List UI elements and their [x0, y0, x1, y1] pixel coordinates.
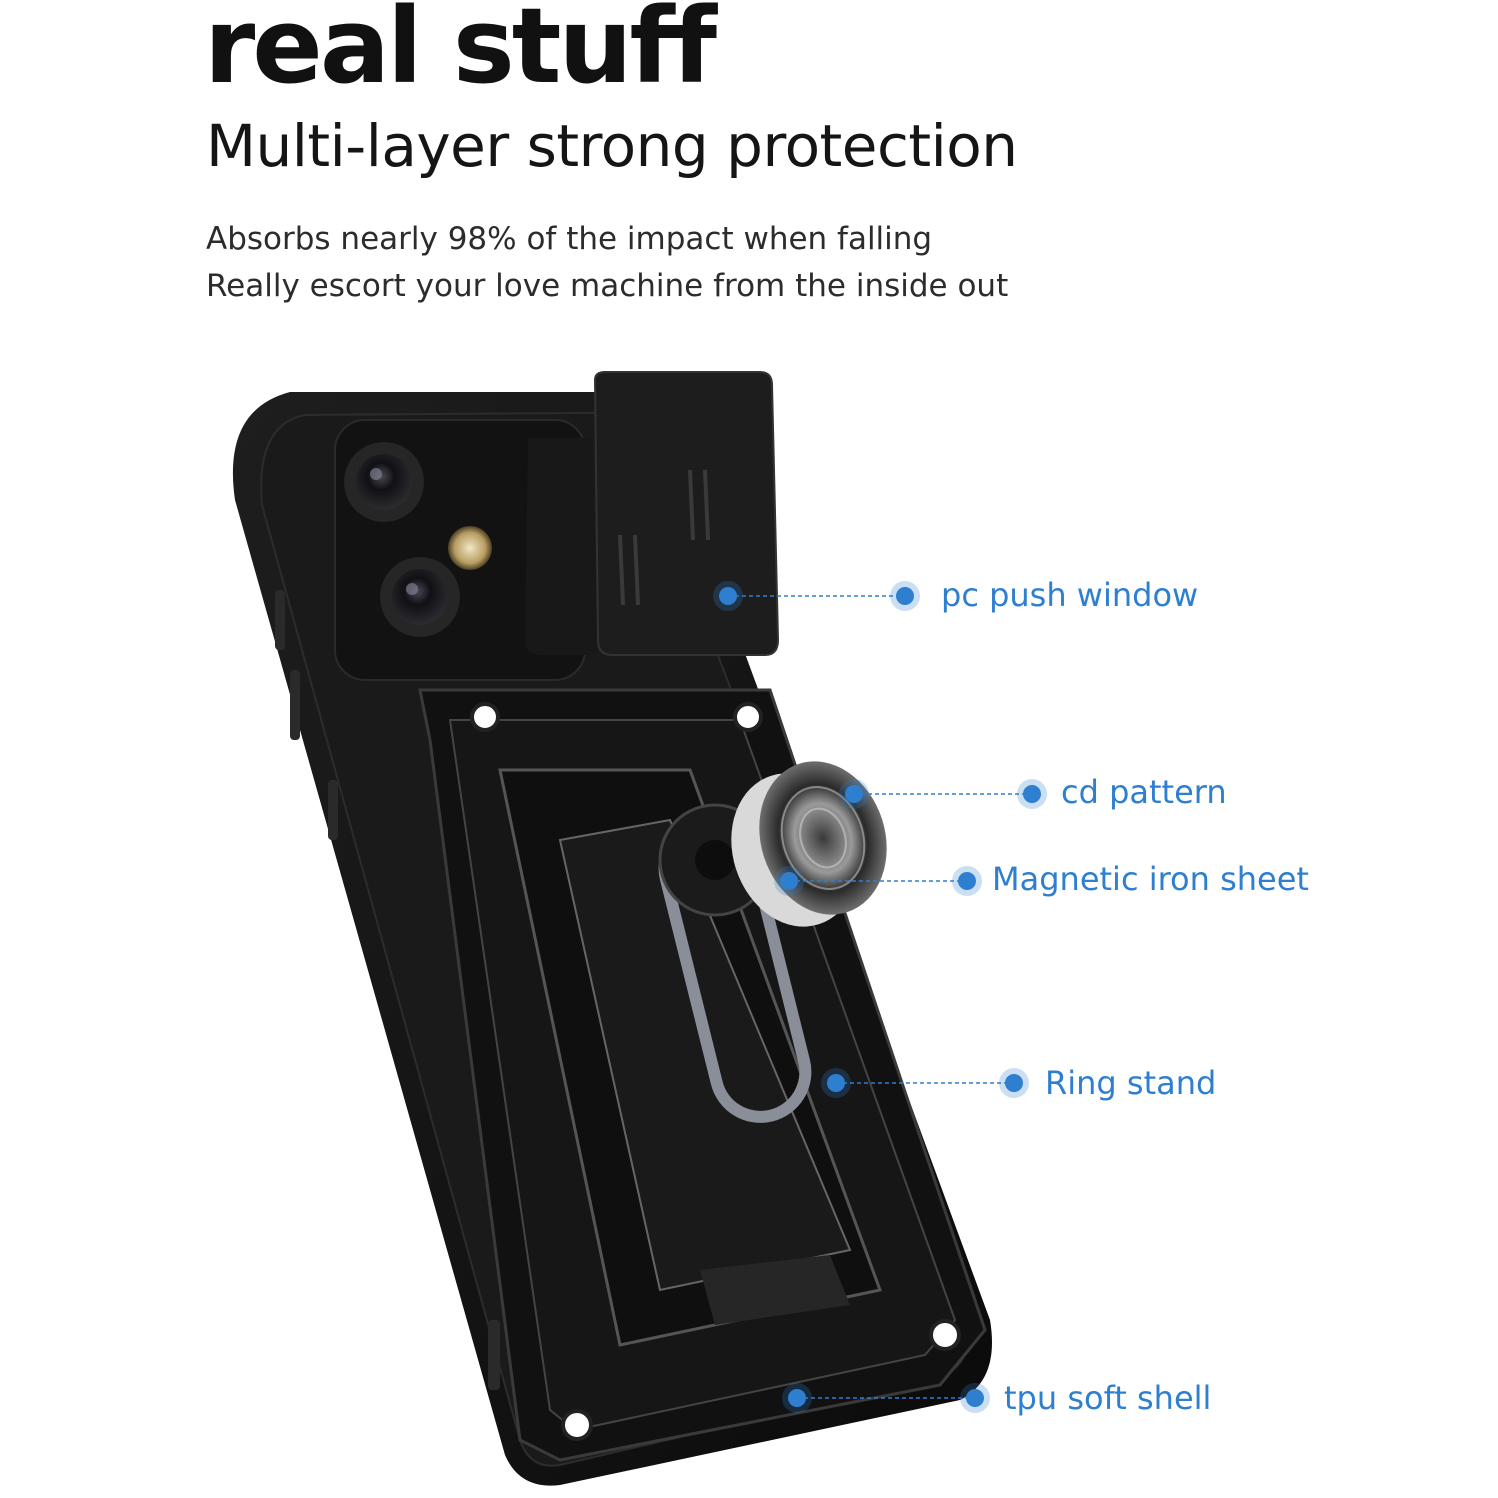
- description-line-2: Really escort your love machine from the…: [206, 268, 1009, 304]
- callout-magnetic-iron-sheet: Magnetic iron sheet: [992, 860, 1309, 898]
- armor-frame: [418, 688, 987, 1462]
- callout-tpu-soft-shell: tpu soft shell: [1004, 1379, 1212, 1417]
- callout-pc-push-window: pc push window: [941, 576, 1199, 614]
- headline: real stuff: [204, 0, 717, 107]
- callout-markers: [728, 595, 1032, 1399]
- callout-ring-stand: Ring stand: [1045, 1064, 1217, 1102]
- callout-cd-pattern: cd pattern: [1061, 773, 1227, 811]
- pc-push-window: [525, 371, 780, 656]
- subheadline: Multi-layer strong protection: [206, 112, 1018, 180]
- callout-dots: [713, 581, 1047, 1413]
- camera-module: [334, 419, 586, 681]
- description-line-1: Absorbs nearly 98% of the impact when fa…: [206, 221, 933, 257]
